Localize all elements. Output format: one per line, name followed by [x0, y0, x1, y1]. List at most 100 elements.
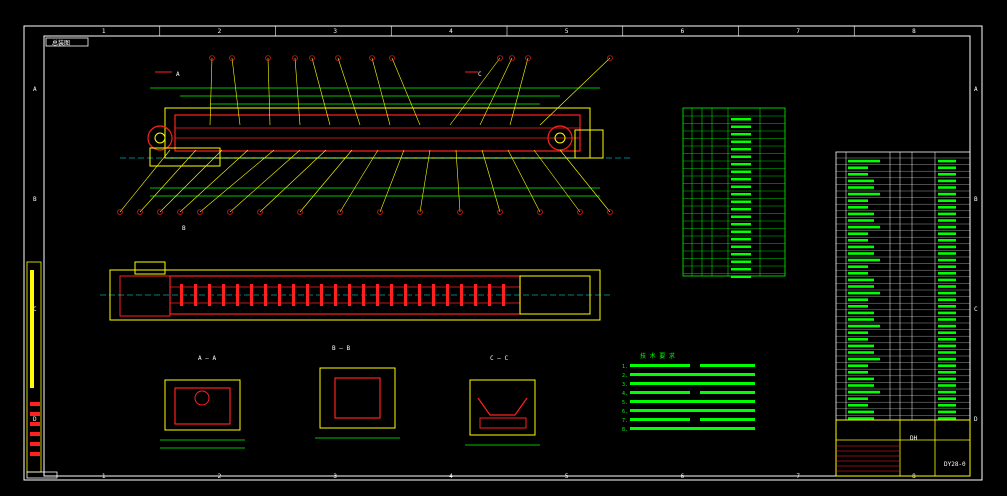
balloon: [177, 209, 183, 215]
section-title-cc: C — C: [490, 355, 508, 362]
table-cell-text: [848, 417, 874, 420]
table-cell-text: [848, 331, 868, 334]
grid-row-label-right: D: [974, 416, 978, 423]
balloon: [509, 55, 515, 61]
table-cell-text: [848, 265, 868, 268]
table-cell-text: [938, 179, 956, 183]
note-text-line: [700, 427, 755, 430]
balloon: [417, 209, 423, 215]
table-cell-text: [848, 404, 868, 407]
balloon: [335, 55, 341, 61]
table-cell-text: [938, 272, 956, 275]
parts-table-middle[interactable]: [682, 107, 786, 278]
note-number: 3.: [622, 382, 628, 388]
leader-line: [507, 149, 541, 213]
section-mark-b-mid: B: [182, 225, 186, 232]
section-view-bb[interactable]: B — B: [315, 345, 400, 439]
note-number: 6.: [622, 409, 628, 415]
plan-view[interactable]: [100, 261, 610, 321]
chain-link: [390, 284, 393, 306]
table-cell-text: [938, 357, 956, 361]
table-cell-text: [731, 140, 751, 143]
table-cell-text: [848, 186, 874, 189]
leader-line: [209, 57, 213, 126]
balloon: [537, 209, 543, 215]
table-cell-text: [731, 125, 751, 128]
table-cell-text: [731, 148, 751, 151]
leader-line: [455, 149, 461, 213]
grid-row-label-left: C: [33, 306, 37, 313]
table-cell-text: [938, 344, 956, 348]
leader-line: [299, 149, 353, 213]
balloon: [227, 209, 233, 215]
table-cell-text: [938, 232, 956, 235]
leader-line: [139, 149, 197, 213]
grid-row-label-left: D: [33, 416, 37, 423]
table-cell-text: [848, 377, 874, 381]
note-text-line: [630, 373, 700, 376]
leader-line: [449, 57, 501, 126]
leader-line: [533, 149, 581, 213]
note-text-line: [700, 418, 755, 421]
table-cell-text: [848, 298, 868, 301]
grid-row-label-right: C: [974, 306, 978, 313]
table-cell-text: [938, 258, 956, 262]
table-cell-text: [848, 305, 868, 308]
grid-col-label-bottom: 7: [796, 473, 800, 480]
note-text-line: [700, 373, 755, 376]
table-cell-text: [731, 245, 751, 248]
table-cell-text: [848, 272, 868, 275]
table-cell-text: [848, 192, 880, 196]
table-cell-text: [848, 357, 880, 361]
title-block[interactable]: DH DY28-0: [835, 419, 971, 477]
table-cell-text: [731, 170, 751, 173]
leader-line: [479, 57, 513, 126]
balloon: [157, 209, 163, 215]
grid-col-label-top: 5: [565, 28, 569, 35]
table-cell-text: [938, 397, 956, 400]
table-cell-text: [938, 410, 956, 414]
table-cell-text: [731, 133, 751, 136]
balloon: [457, 209, 463, 215]
grid-col-label-top: 2: [218, 28, 222, 35]
balloon: [525, 55, 531, 61]
grid-col-label-top: 7: [796, 28, 800, 35]
table-cell-text: [848, 291, 880, 295]
table-cell-text: [731, 178, 751, 181]
notes-title: 技 术 要 求: [640, 352, 675, 360]
section-view-cc[interactable]: C — C: [465, 355, 540, 446]
leader-line: [259, 149, 327, 213]
table-cell-text: [848, 179, 874, 183]
left-revision-strip: [26, 261, 58, 479]
table-cell-text: [938, 404, 956, 407]
chain-link: [376, 284, 379, 306]
table-cell-text: [731, 275, 751, 278]
table-cell-text: [848, 278, 874, 282]
table-cell-text: [938, 324, 956, 328]
elevation-view[interactable]: [117, 55, 631, 215]
chain-link: [404, 284, 407, 306]
leader-line: [481, 149, 501, 213]
chain-link: [446, 284, 449, 306]
note-text-line: [630, 409, 710, 412]
leader-line: [267, 57, 271, 126]
chain-link: [418, 284, 421, 306]
balloon: [297, 209, 303, 215]
grid-col-label-bottom: 3: [333, 473, 337, 480]
balloon: [257, 209, 263, 215]
bom-table-right[interactable]: [835, 151, 971, 421]
section-view-aa[interactable]: A — A: [160, 355, 245, 449]
leader-line: [119, 149, 171, 213]
section-mark-a-top: A: [176, 71, 180, 78]
sheet-frame-outer: [23, 25, 983, 481]
leader-line: [559, 149, 611, 213]
table-cell-text: [848, 351, 874, 354]
table-cell-text: [938, 192, 956, 196]
table-cell-text: [848, 364, 868, 367]
leader-line: [419, 149, 431, 213]
table-cell-text: [848, 225, 880, 229]
grid-col-label-bottom: 1: [102, 473, 106, 480]
table-cell-text: [938, 311, 956, 315]
chain-link: [362, 284, 365, 306]
